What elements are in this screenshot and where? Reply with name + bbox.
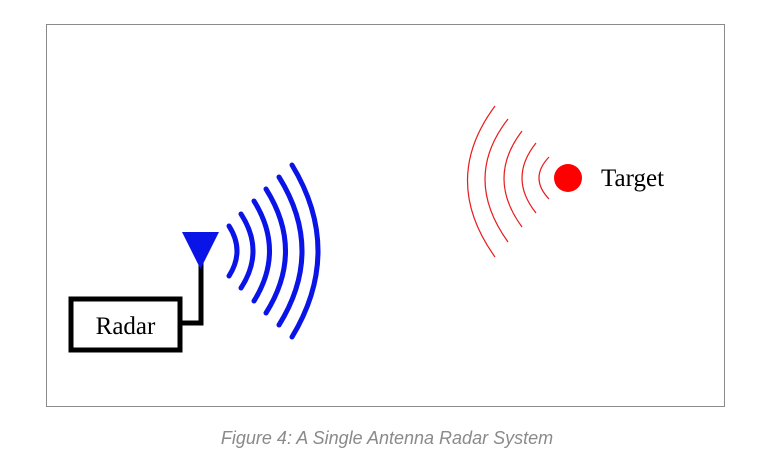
target-label: Target: [601, 165, 664, 192]
figure-caption: Figure 4: A Single Antenna Radar System: [220, 428, 554, 448]
transmit-waves: [226, 162, 321, 340]
echo-waves: [466, 105, 550, 258]
echo-wave-5: [466, 105, 496, 258]
antenna-icon: [182, 232, 219, 269]
radar-box: [68, 296, 183, 353]
echo-wave-1: [538, 156, 550, 200]
radar-label: Radar: [96, 313, 156, 340]
transmit-wave-2: [238, 211, 256, 291]
transmit-wave-4: [263, 186, 288, 316]
echo-wave-4: [484, 118, 509, 243]
transmit-wave-6: [289, 162, 321, 340]
radar-unit: Radar: [68, 296, 183, 353]
target-dot: [554, 164, 582, 192]
transmit-wave-5: [276, 174, 305, 328]
echo-wave-2: [521, 142, 537, 214]
feed-line: [180, 258, 204, 326]
transmit-wave-1: [226, 223, 240, 279]
transmit-wave-3: [251, 198, 272, 304]
echo-wave-3: [503, 130, 523, 228]
